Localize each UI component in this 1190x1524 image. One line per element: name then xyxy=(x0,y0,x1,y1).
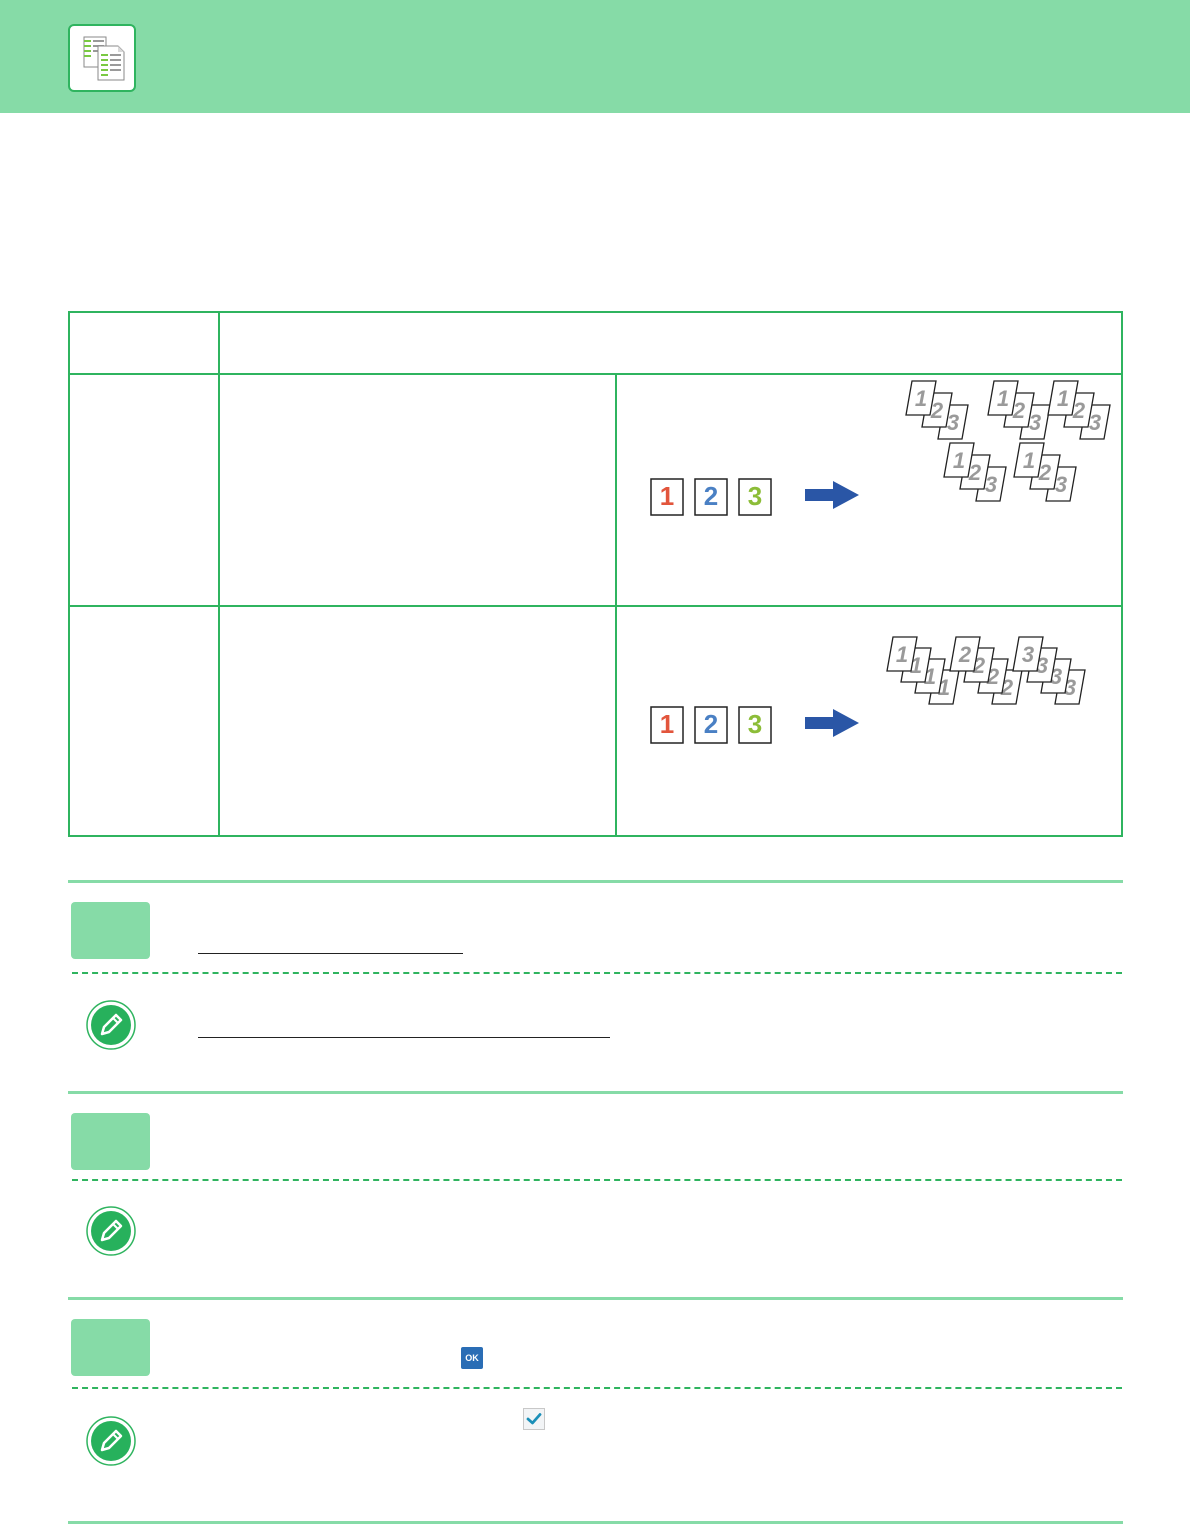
copy-sheet-icon: 1 xyxy=(1013,442,1045,478)
svg-text:1: 1 xyxy=(1023,448,1035,473)
header-band xyxy=(0,0,1190,113)
table-column-divider xyxy=(218,313,220,835)
original-page-icon: 2 xyxy=(694,478,728,516)
svg-text:1: 1 xyxy=(660,709,674,739)
step-divider xyxy=(68,1091,1123,1094)
original-page-icon: 1 xyxy=(650,478,684,516)
copy-sheet-icon: 1 xyxy=(886,636,918,672)
svg-text:3: 3 xyxy=(748,481,762,511)
svg-text:1: 1 xyxy=(660,481,674,511)
step-divider xyxy=(68,880,1123,883)
svg-text:3: 3 xyxy=(1055,472,1067,497)
dashed-separator xyxy=(72,1179,1122,1181)
svg-text:2: 2 xyxy=(1038,460,1052,485)
original-page-icon: 2 xyxy=(694,706,728,744)
svg-text:1: 1 xyxy=(997,386,1009,411)
svg-text:1: 1 xyxy=(896,642,908,667)
step-divider xyxy=(68,1521,1123,1524)
svg-text:2: 2 xyxy=(704,709,718,739)
table-row-divider xyxy=(70,605,1121,607)
table-row-divider xyxy=(70,373,1121,375)
dashed-separator xyxy=(72,972,1122,974)
table-header-cell xyxy=(220,313,1121,373)
table-cell-mode-sort xyxy=(70,375,218,605)
copy-documents-icon xyxy=(68,24,136,92)
svg-text:2: 2 xyxy=(1072,398,1086,423)
step-3-badge xyxy=(71,1319,150,1376)
svg-text:2: 2 xyxy=(930,398,944,423)
table-cell-mode-group xyxy=(70,607,218,835)
pencil-note-icon xyxy=(86,1416,136,1466)
arrow-right-icon xyxy=(805,481,859,509)
original-page-icon: 1 xyxy=(650,706,684,744)
step-2-badge xyxy=(71,1113,150,1170)
copy-sheet-icon: 1 xyxy=(943,442,975,478)
copy-sheet-icon: 1 xyxy=(905,380,937,416)
note-1-link[interactable] xyxy=(198,1037,610,1038)
svg-text:2: 2 xyxy=(704,481,718,511)
svg-text:3: 3 xyxy=(1029,410,1041,435)
svg-text:3: 3 xyxy=(947,410,959,435)
table-header-cell xyxy=(70,313,218,373)
step-divider xyxy=(68,1297,1123,1300)
table-cell-description-sort xyxy=(220,375,615,605)
dashed-separator xyxy=(72,1387,1122,1389)
copy-sheet-icon: 2 xyxy=(949,636,981,672)
svg-text:3: 3 xyxy=(985,472,997,497)
table-column-divider xyxy=(615,374,617,835)
arrow-right-icon xyxy=(805,709,859,737)
checkbox-checked-icon[interactable] xyxy=(523,1408,545,1430)
svg-text:2: 2 xyxy=(1012,398,1026,423)
table-cell-description-group xyxy=(220,607,615,835)
svg-text:3: 3 xyxy=(748,709,762,739)
original-page-icon: 3 xyxy=(738,478,772,516)
svg-text:3: 3 xyxy=(1022,642,1034,667)
copy-sheet-icon: 1 xyxy=(987,380,1019,416)
svg-text:3: 3 xyxy=(1089,410,1101,435)
copy-sheet-icon: 1 xyxy=(1047,380,1079,416)
svg-text:2: 2 xyxy=(958,642,972,667)
svg-text:2: 2 xyxy=(968,460,982,485)
step-1-link[interactable] xyxy=(198,953,463,954)
svg-text:1: 1 xyxy=(953,448,965,473)
svg-text:1: 1 xyxy=(915,386,927,411)
copy-sheet-icon: 3 xyxy=(1012,636,1044,672)
copy-sheet-icon: 2 xyxy=(1029,454,1061,490)
pencil-note-icon xyxy=(86,1206,136,1256)
svg-text:1: 1 xyxy=(1057,386,1069,411)
ok-key-icon[interactable]: OK xyxy=(461,1347,483,1369)
step-1-badge xyxy=(71,902,150,959)
pencil-note-icon xyxy=(86,1000,136,1050)
original-page-icon: 3 xyxy=(738,706,772,744)
